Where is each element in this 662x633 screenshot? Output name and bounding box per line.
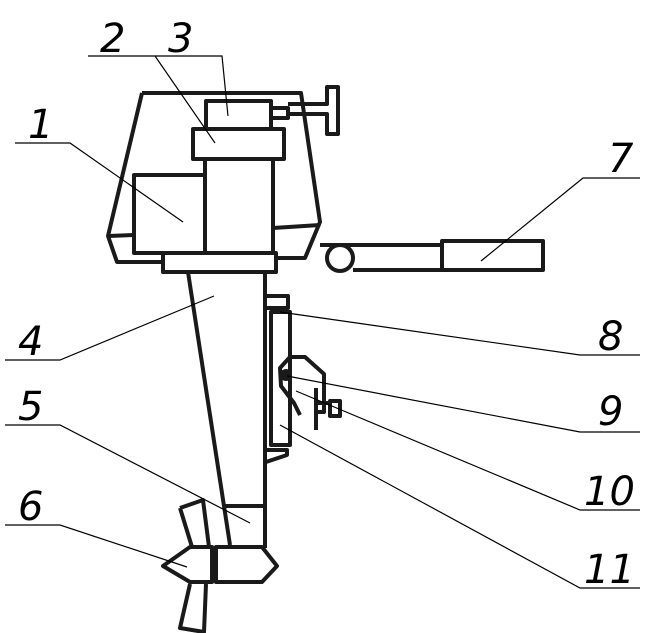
- label-3: 3: [168, 16, 193, 62]
- label-9: 9: [598, 389, 623, 435]
- label-7: 7: [608, 136, 634, 182]
- tiller-grip: [440, 239, 545, 272]
- bracket-bottom-support: [265, 448, 289, 464]
- propeller-hub-rear: [214, 545, 279, 584]
- label-4: 4: [18, 319, 43, 365]
- cowling: [106, 91, 322, 264]
- tiller-ring: [325, 243, 355, 273]
- part-3-cylinder: [204, 99, 273, 131]
- t-handle: [288, 85, 340, 136]
- label-10: 10: [584, 469, 635, 515]
- propeller-blade-bottom: [178, 583, 208, 633]
- cowling-lower-line-left: [107, 233, 135, 238]
- cowling-lower-line-right: [272, 223, 321, 230]
- part-1-box: [132, 173, 207, 255]
- clamp-screw: [314, 388, 342, 430]
- tiller-arm: [320, 243, 442, 272]
- leader-lines: [5, 55, 640, 589]
- propeller-hub-front: [161, 545, 214, 584]
- label-11: 11: [584, 547, 635, 593]
- motor-outline: [106, 85, 545, 633]
- label-5: 5: [18, 384, 43, 430]
- clamp: [278, 355, 326, 416]
- knob-stem: [269, 106, 290, 120]
- label-8: 8: [598, 314, 623, 360]
- label-6: 6: [18, 484, 43, 530]
- propeller-blade-top: [178, 498, 211, 548]
- part-2-band: [191, 127, 286, 161]
- label-1: 1: [28, 102, 53, 148]
- column: [203, 157, 275, 255]
- bracket-top: [266, 294, 290, 310]
- leg: [186, 271, 267, 548]
- part-labels: 1 2 3 4 5 6 7 8 9 10 11: [18, 16, 635, 593]
- clamp-bolt: [280, 369, 292, 381]
- base-plate: [161, 251, 278, 274]
- label-2: 2: [100, 16, 125, 62]
